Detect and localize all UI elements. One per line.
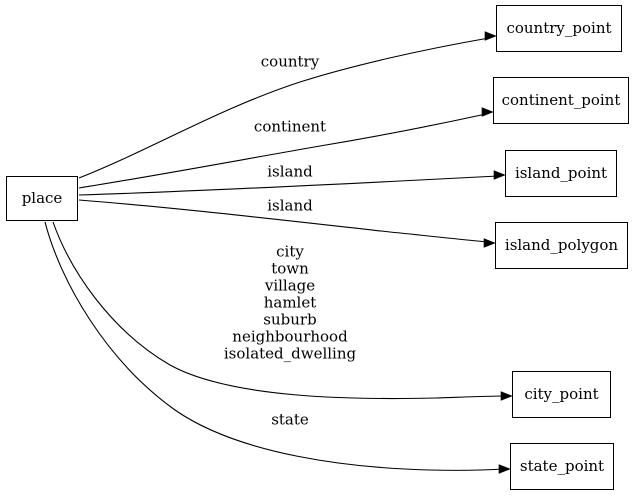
node-label: island_polygon	[504, 236, 619, 254]
edge-place-state_point	[44, 221, 504, 471]
edge-label-city_point: city town village hamlet suburb neighbou…	[223, 242, 357, 363]
node-place[interactable]: place	[6, 176, 78, 221]
arrowhead-icon	[498, 464, 511, 474]
node-label: island_point	[514, 164, 608, 182]
edge-label-island_point: island	[267, 162, 313, 181]
edges-group	[44, 31, 513, 474]
edge-label-continent_point: continent	[253, 117, 327, 136]
arrowhead-icon	[493, 170, 506, 180]
edge-label-state_point: state	[271, 410, 309, 429]
edge-place-country_point	[78, 37, 490, 179]
node-continent_point[interactable]: continent_point	[493, 77, 629, 124]
edge-place-island_polygon	[78, 199, 489, 243]
node-island_polygon[interactable]: island_polygon	[495, 222, 628, 269]
edge-place-island_point	[78, 175, 499, 196]
node-island_point[interactable]: island_point	[505, 150, 617, 197]
edge-place-city_point	[52, 221, 506, 400]
arrowhead-icon	[484, 31, 497, 41]
node-label: place	[21, 189, 63, 207]
node-label: city_point	[524, 385, 599, 403]
node-label: state_point	[519, 457, 605, 475]
node-city_point[interactable]: city_point	[512, 371, 611, 418]
arrowhead-icon	[481, 107, 494, 117]
arrowhead-icon	[500, 391, 513, 401]
node-label: country_point	[506, 19, 612, 37]
edge-label-country_point: country	[260, 52, 320, 71]
node-label: continent_point	[501, 91, 621, 109]
edge-place-continent_point	[78, 113, 487, 189]
edge-label-island_polygon: island	[267, 196, 313, 215]
node-state_point[interactable]: state_point	[510, 443, 614, 490]
node-country_point[interactable]: country_point	[496, 5, 622, 52]
arrowhead-icon	[483, 238, 496, 248]
